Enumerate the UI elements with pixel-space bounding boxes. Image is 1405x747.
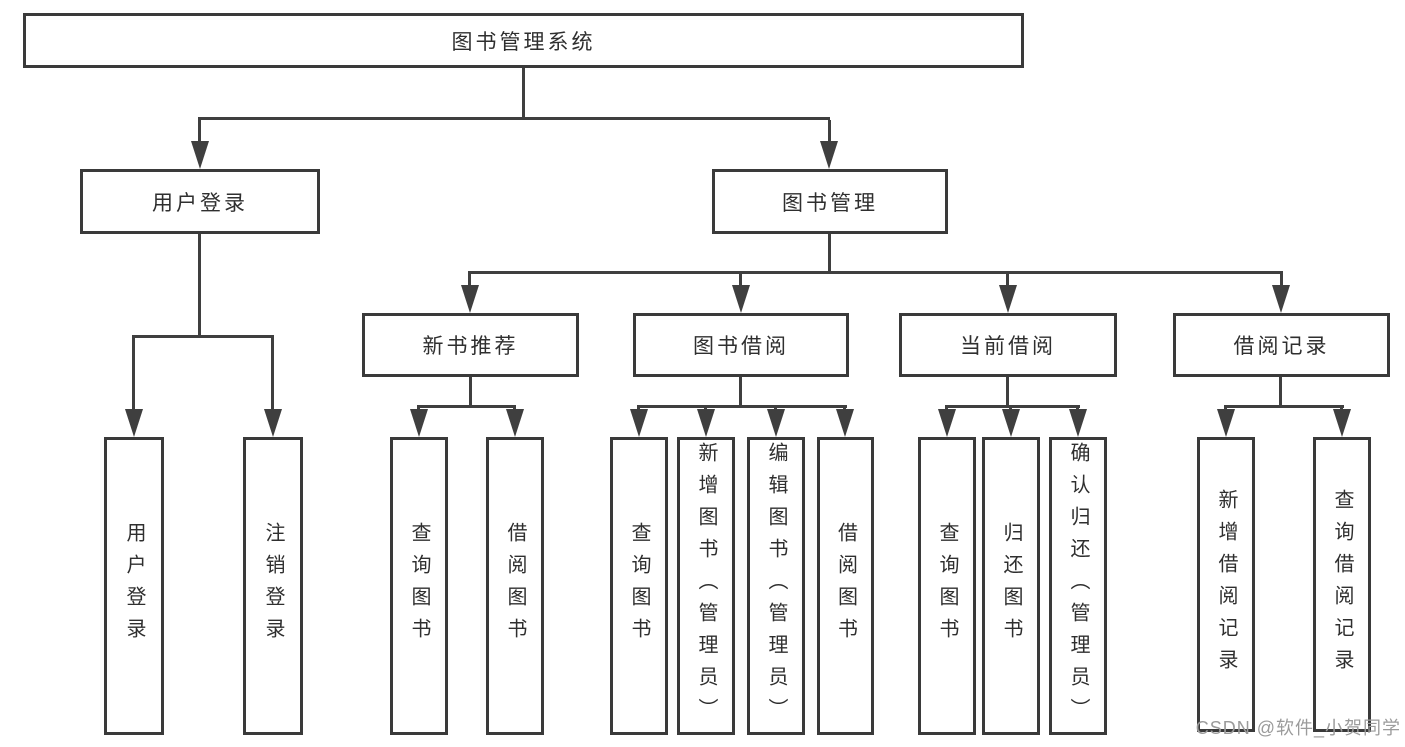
- node-new-book-recommendation: 新书推荐: [362, 313, 579, 377]
- connector-line: [1006, 377, 1009, 408]
- node-add-books-admin: 新增图书（管理员）: [677, 437, 735, 735]
- connector-line: [843, 405, 846, 412]
- node-label: 注销登录: [262, 522, 284, 650]
- arrowhead-icon: [999, 285, 1017, 313]
- node-user-login: 用户登录: [80, 169, 320, 234]
- node-borrowing-records: 借阅记录: [1173, 313, 1390, 377]
- node-label: 归还图书: [1000, 522, 1022, 650]
- connector-line: [198, 234, 201, 336]
- connector-line: [1340, 405, 1343, 412]
- node-label: 新增借阅记录: [1215, 488, 1237, 681]
- connector-line: [1280, 274, 1283, 286]
- arrowhead-icon: [1217, 409, 1235, 437]
- arrowhead-icon: [1333, 409, 1351, 437]
- connector-line: [1006, 274, 1009, 286]
- connector-line: [132, 335, 274, 338]
- arrowhead-icon: [461, 285, 479, 313]
- connector-line: [739, 274, 742, 286]
- connector-line: [468, 274, 471, 286]
- connector-line: [704, 405, 707, 412]
- connector-line: [522, 68, 525, 120]
- connector-line: [739, 377, 742, 408]
- connector-line: [468, 271, 1283, 274]
- connector-line: [198, 120, 201, 144]
- node-label: 新增图书（管理员）: [695, 442, 717, 730]
- arrowhead-icon: [410, 409, 428, 437]
- connector-line: [945, 405, 948, 412]
- arrowhead-icon: [732, 285, 750, 313]
- connector-line: [417, 405, 420, 412]
- connector-line: [637, 405, 847, 408]
- arrowhead-icon: [1002, 409, 1020, 437]
- node-label: 查询图书: [408, 522, 430, 650]
- node-search-books-recommend: 查询图书: [390, 437, 448, 735]
- arrowhead-icon: [1069, 409, 1087, 437]
- node-label: 图书管理系统: [451, 30, 596, 54]
- node-borrow-books-recommend: 借阅图书: [486, 437, 544, 735]
- connector-line: [774, 405, 777, 412]
- arrowhead-icon: [767, 409, 785, 437]
- connector-line: [828, 234, 831, 274]
- connector-line: [469, 377, 472, 408]
- node-confirm-return-admin: 确认归还（管理员）: [1049, 437, 1107, 735]
- node-book-borrowing: 图书借阅: [633, 313, 849, 377]
- node-label: 图书管理: [782, 191, 878, 215]
- node-label: 借阅记录: [1233, 335, 1330, 358]
- node-return-books: 归还图书: [982, 437, 1040, 735]
- arrowhead-icon: [191, 141, 209, 169]
- node-label: 用户登录: [123, 522, 145, 650]
- node-logout: 注销登录: [243, 437, 303, 735]
- node-label: 编辑图书（管理员）: [765, 442, 787, 730]
- node-label: 借阅图书: [504, 522, 526, 650]
- node-label: 确认归还（管理员）: [1067, 442, 1089, 730]
- connector-line: [1009, 405, 1012, 412]
- node-library-management-system: 图书管理系统: [23, 13, 1024, 68]
- node-search-books-current: 查询图书: [918, 437, 976, 735]
- connector-line: [1224, 405, 1344, 408]
- connector-line: [198, 117, 830, 120]
- connector-line: [828, 120, 831, 144]
- node-search-books-borrowing: 查询图书: [610, 437, 668, 735]
- node-label: 查询借阅记录: [1331, 488, 1353, 681]
- node-label: 借阅图书: [834, 522, 857, 650]
- connector-line: [1076, 405, 1079, 412]
- connector-line: [1224, 405, 1227, 412]
- connector-line: [271, 338, 274, 410]
- connector-line: [1279, 377, 1282, 408]
- connector-line: [513, 405, 516, 412]
- node-label: 新书推荐: [422, 335, 519, 358]
- arrowhead-icon: [697, 409, 715, 437]
- connector-line: [637, 405, 640, 412]
- connector-line: [132, 338, 135, 410]
- node-label: 查询图书: [628, 522, 650, 650]
- node-current-borrowing: 当前借阅: [899, 313, 1117, 377]
- node-add-borrow-record: 新增借阅记录: [1197, 437, 1255, 732]
- node-label: 图书借阅: [693, 335, 789, 358]
- arrowhead-icon: [836, 409, 854, 437]
- connector-line: [417, 405, 516, 408]
- arrowhead-icon: [630, 409, 648, 437]
- csdn-watermark: CSDN @软件_小贺同学: [1195, 718, 1401, 738]
- connector-line: [945, 405, 1080, 408]
- node-edit-books-admin: 编辑图书（管理员）: [747, 437, 805, 735]
- arrowhead-icon: [506, 409, 524, 437]
- node-user-login-leaf: 用户登录: [104, 437, 164, 735]
- node-search-borrow-record: 查询借阅记录: [1313, 437, 1371, 732]
- node-book-management: 图书管理: [712, 169, 948, 234]
- arrowhead-icon: [938, 409, 956, 437]
- arrowhead-icon: [264, 409, 282, 437]
- arrowhead-icon: [1272, 285, 1290, 313]
- node-label: 当前借阅: [960, 335, 1056, 358]
- node-label: 查询图书: [936, 522, 958, 650]
- arrowhead-icon: [125, 409, 143, 437]
- node-label: 用户登录: [152, 191, 248, 215]
- node-borrow-books: 借阅图书: [817, 437, 874, 735]
- arrowhead-icon: [820, 141, 838, 169]
